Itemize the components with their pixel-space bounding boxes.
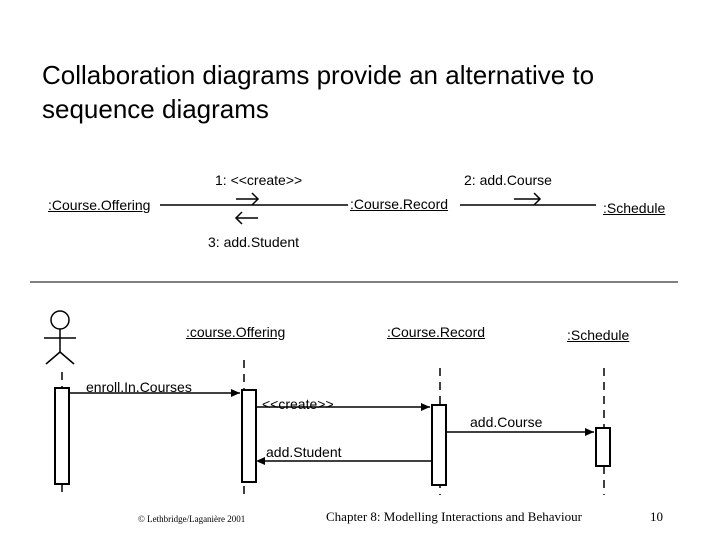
slide-title: Collaboration diagrams provide an altern…	[42, 60, 595, 124]
activation-course-record	[431, 404, 447, 486]
footer-chapter: Chapter 8: Modelling Interactions and Be…	[326, 509, 582, 524]
msg-add-course-head	[585, 428, 594, 436]
msg-create-head	[421, 403, 430, 411]
collab-object-course-record: :Course.Record	[350, 196, 449, 212]
arrow-add-student-head	[234, 211, 243, 225]
collab-msg-add-course: 2: add.Course	[464, 172, 552, 188]
msg-add-student-head	[256, 457, 265, 465]
activation-actor	[54, 387, 70, 485]
arrow-add-course-head	[533, 192, 542, 206]
collab-object-schedule: :Schedule	[603, 200, 666, 216]
collab-msg-create: 1: <<create>>	[215, 172, 303, 188]
actor-head	[50, 310, 70, 330]
seq-msg-add-student: add.Student	[266, 444, 342, 460]
actor-leg-right	[59, 351, 75, 365]
seq-msg-add-course: add.Course	[470, 414, 543, 430]
arrow-create-head	[251, 192, 260, 206]
seq-lifeline-course-offering: :course.Offering	[186, 324, 286, 340]
seq-lifeline-schedule: :Schedule	[567, 327, 630, 343]
activation-course-offering	[241, 389, 257, 483]
actor-leg-left	[45, 351, 61, 365]
seq-msg-create: <<create>>	[262, 396, 334, 412]
collab-msg-add-student: 3: add.Student	[208, 234, 300, 250]
collab-object-course-offering: :Course.Offering	[48, 197, 151, 213]
activation-schedule	[595, 427, 611, 467]
seq-msg-enroll: enroll.In.Courses	[86, 379, 192, 395]
msg-enroll-head	[231, 389, 240, 397]
seq-lifeline-course-record: :Course.Record	[387, 324, 486, 340]
footer-page-number: 10	[650, 509, 663, 524]
footer-copyright: © Lethbridge/Laganière 2001	[138, 514, 246, 524]
